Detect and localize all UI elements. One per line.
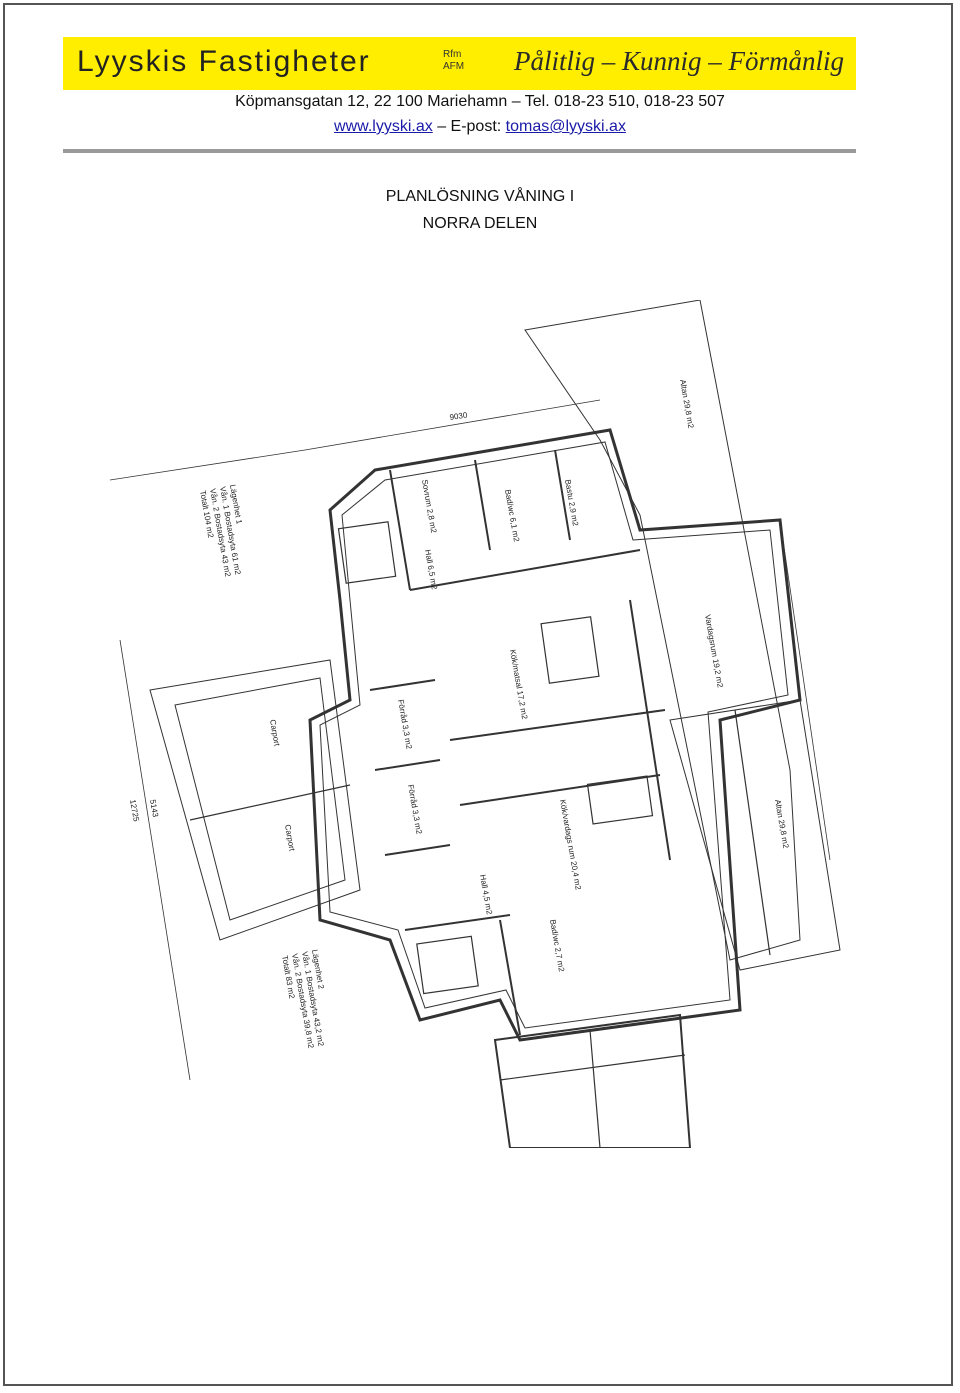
label-carport-1: Carport — [268, 719, 282, 748]
label-dim-side: 5143 — [148, 799, 160, 819]
label-hall-2: Hall 4,5 m2 — [478, 874, 494, 916]
label-dim-total: 12725 — [128, 799, 141, 823]
label-bad-2: Bad/wc 2,7 m2 — [548, 919, 566, 973]
page-frame — [3, 3, 953, 1386]
header-divider — [63, 149, 856, 153]
label-bad-1: Bad/wc 6,1 m2 — [503, 489, 521, 543]
floor-plan-drawing: Altan 29,8 m2 Vardagsrum 19,2 m2 Kök/mat… — [109, 300, 841, 1148]
label-forrad-2: Förråd 3,3 m2 — [406, 784, 424, 836]
label-sovrum-1: Sovrum 2,8 m2 — [420, 479, 438, 535]
label-dim-top: 9030 — [449, 411, 468, 422]
afm-text: AFM — [443, 61, 465, 72]
label-altan-top: Altan 29,8 m2 — [678, 379, 696, 430]
company-logo: Lyyskis Fastigheter — [77, 45, 371, 78]
label-carport-2: Carport — [283, 824, 297, 853]
website-link[interactable]: www.lyyski.ax — [334, 118, 433, 135]
label-kok-matsal: Kök/matsal 17,2 m2 — [508, 649, 529, 721]
label-vardagsrum: Vardagsrum 19,2 m2 — [703, 614, 725, 689]
label-forrad-1: Förråd 3,3 m2 — [396, 699, 414, 751]
contact-line: www.lyyski.ax – E-post: tomas@lyyski.ax — [0, 118, 960, 136]
rfm-afm-mark: Rfm AFM — [443, 49, 464, 73]
document-title: PLANLÖSNING VÅNING I — [385, 188, 575, 205]
email-link[interactable]: tomas@lyyski.ax — [505, 118, 626, 135]
document-subtitle: NORRA DELEN — [422, 215, 538, 232]
label-kok-vardagsrum: Kök/vardags rum 20,4 m2 — [558, 799, 583, 891]
label-hall-1: Hall 6,5 m2 — [423, 549, 439, 591]
label-altan-right: Altan 29,8 m2 — [773, 799, 791, 850]
company-address: Köpmansgatan 12, 22 100 Mariehamn – Tel.… — [235, 93, 725, 110]
header-banner: Lyyskis Fastigheter Rfm AFM Pålitlig – K… — [63, 37, 856, 90]
label-bastu: Bastu 2,9 m2 — [563, 479, 580, 528]
email-label: – E-post: — [437, 118, 502, 135]
slogan: Pålitlig – Kunnig – Förmånlig — [513, 46, 844, 76]
rfm-text: Rfm — [443, 49, 462, 60]
